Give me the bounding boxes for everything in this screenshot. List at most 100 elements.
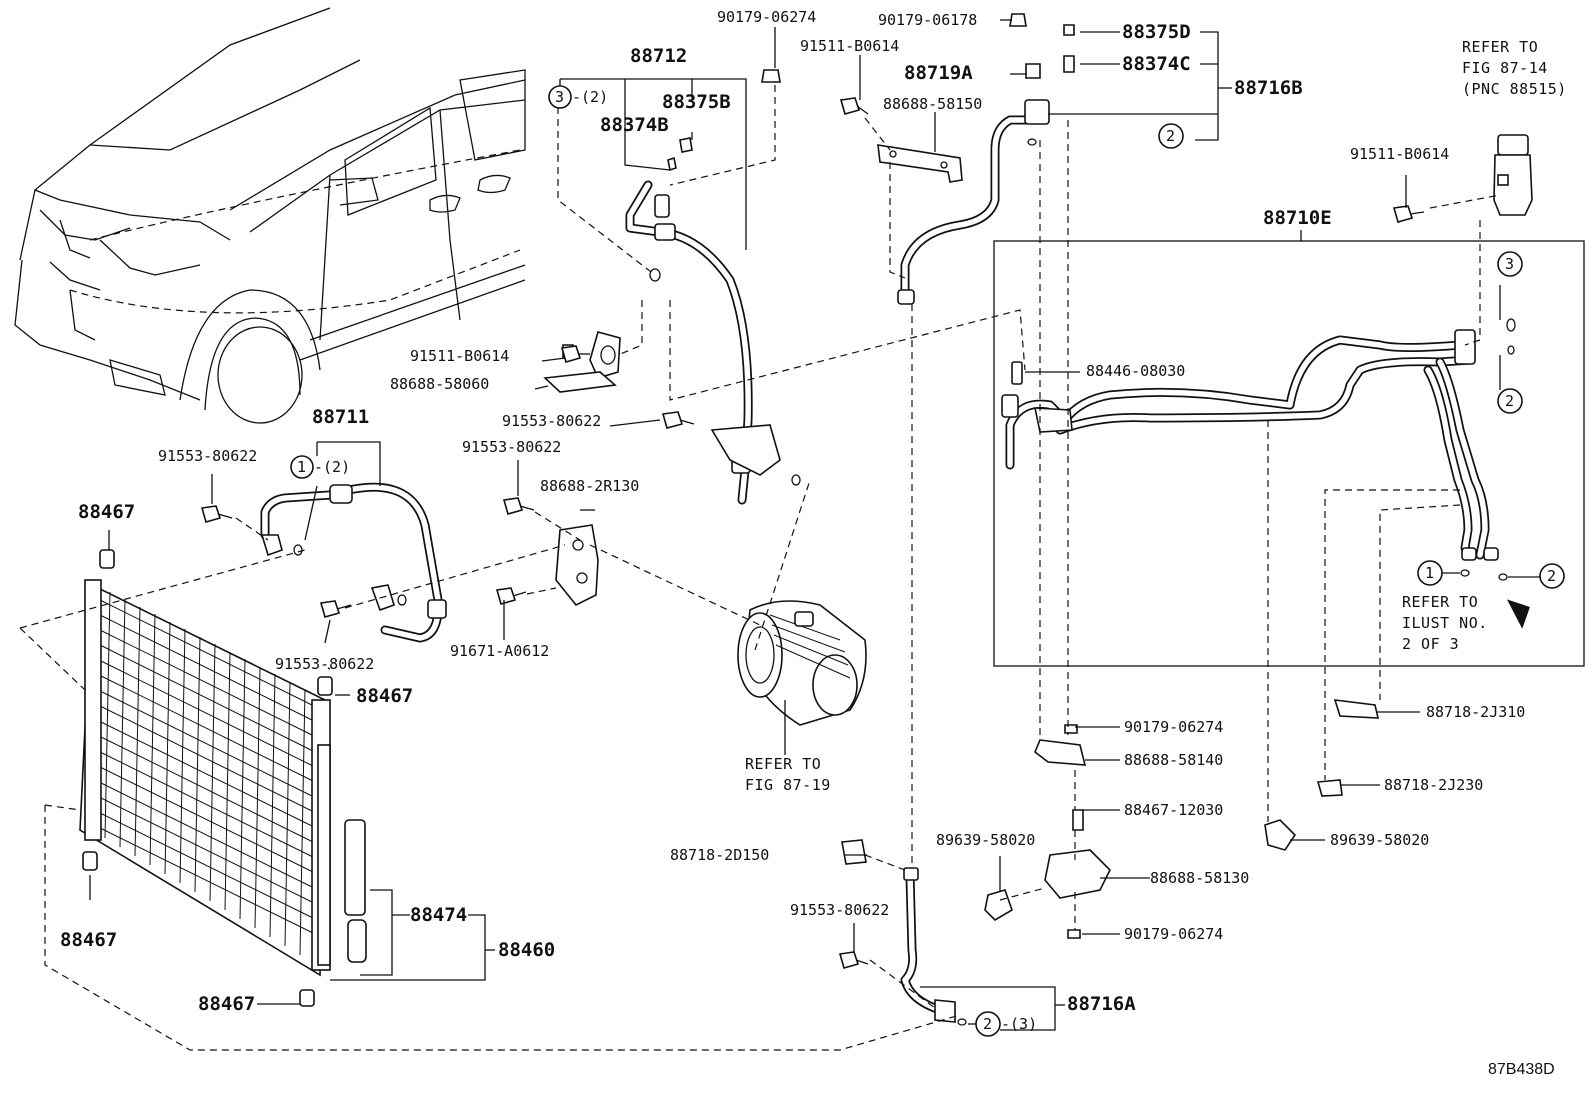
bolt-91671-A0612 bbox=[495, 587, 527, 605]
bracket-88688-58140 bbox=[1034, 739, 1087, 766]
label-89639-58020-b: 89639-58020 bbox=[1330, 831, 1429, 849]
nut-90179-06274-a bbox=[761, 69, 781, 83]
cushion-88467-d bbox=[299, 989, 315, 1007]
callout-3-88710E: 3 bbox=[1497, 251, 1523, 277]
label-88460: 88460 bbox=[498, 939, 555, 961]
label-88710E: 88710E bbox=[1263, 207, 1332, 229]
diagram-code: 87B438D bbox=[1488, 1061, 1555, 1078]
bolt-91553-80622-b bbox=[661, 411, 695, 429]
label-90179-06274-b: 90179-06274 bbox=[1124, 718, 1223, 736]
note-fig-87-14-line1: REFER TO bbox=[1462, 38, 1538, 56]
label-88374B: 88374B bbox=[600, 114, 669, 136]
bolt-91553-80622-a bbox=[200, 505, 233, 523]
label-91553-80622-d: 91553-80622 bbox=[275, 655, 374, 673]
nut-90179-06178 bbox=[1009, 13, 1027, 27]
label-88688-58060: 88688-58060 bbox=[390, 375, 489, 393]
desiccant-bag bbox=[344, 819, 366, 916]
compressor bbox=[737, 600, 867, 726]
label-90179-06274-c: 90179-06274 bbox=[1124, 925, 1223, 943]
label-88467-d: 88467 bbox=[198, 993, 255, 1015]
svg-text:1: 1 bbox=[297, 458, 306, 476]
clamp-89639-58020-a bbox=[984, 889, 1013, 922]
condenser-88460 bbox=[79, 549, 367, 1007]
nut-90179-06274-c bbox=[1067, 929, 1081, 939]
label-88716A: 88716A bbox=[1067, 993, 1136, 1015]
label-91511-B0614-a: 91511-B0614 bbox=[800, 37, 899, 55]
svg-text:1: 1 bbox=[1425, 564, 1434, 582]
svg-text:2: 2 bbox=[983, 1015, 992, 1033]
label-88467-c: 88467 bbox=[60, 929, 117, 951]
clamp-88718-2J310 bbox=[1333, 699, 1380, 719]
arrow-icon bbox=[1506, 599, 1530, 629]
label-88718-2J230: 88718-2J230 bbox=[1384, 776, 1483, 794]
bracket-88688-58150 bbox=[877, 144, 963, 183]
part-labels: 90179-06274 88712 88375B 88374B 90179-06… bbox=[60, 8, 1525, 1015]
label-91553-80622-e: 91553-80622 bbox=[790, 901, 889, 919]
bracket-88688-58130 bbox=[1044, 849, 1111, 899]
note-fig-87-14-line2: FIG 87-14 bbox=[1462, 59, 1548, 77]
label-88467-12030: 88467-12030 bbox=[1124, 801, 1223, 819]
label-88374C: 88374C bbox=[1122, 53, 1191, 75]
label-91553-80622-b: 91553-80622 bbox=[502, 412, 601, 430]
liquid-tube-88716A bbox=[900, 867, 967, 1026]
label-91511-B0614-b: 91511-B0614 bbox=[1350, 145, 1449, 163]
tube-assembly-88710E bbox=[1001, 318, 1530, 629]
label-88719A: 88719A bbox=[904, 62, 973, 84]
clamp-89639-58020-b bbox=[1264, 819, 1297, 851]
label-88718-2D150: 88718-2D150 bbox=[670, 846, 769, 864]
leader-lines bbox=[89, 19, 1501, 1031]
bolt-91511-B0614-a bbox=[839, 97, 869, 115]
note-fig-87-19-line2: FIG 87-19 bbox=[745, 776, 831, 794]
svg-text:2: 2 bbox=[1166, 127, 1175, 145]
svg-text:3: 3 bbox=[555, 88, 564, 106]
note-ilust-line1: REFER TO bbox=[1402, 593, 1478, 611]
nut-90179-06274-b bbox=[1064, 724, 1078, 734]
bolt-91553-80622-d bbox=[319, 600, 352, 618]
vehicle-illustration bbox=[14, 7, 526, 424]
svg-text:-(2): -(2) bbox=[314, 458, 350, 476]
bracket-88688-2R130 bbox=[555, 524, 599, 607]
bracket-88688-58060 bbox=[543, 331, 621, 393]
svg-text:3: 3 bbox=[1505, 255, 1514, 273]
label-91671-A0612: 91671-A0612 bbox=[450, 642, 549, 660]
reference-lines bbox=[19, 85, 1501, 1051]
label-91511-B0614-c: 91511-B0614 bbox=[410, 347, 509, 365]
label-88712: 88712 bbox=[630, 45, 687, 67]
label-88716B: 88716B bbox=[1234, 77, 1303, 99]
callout-2-88710E-a: 2 bbox=[1497, 388, 1523, 414]
suction-hose-88712 bbox=[625, 137, 801, 505]
label-88375B: 88375B bbox=[662, 91, 731, 113]
label-88467-a: 88467 bbox=[78, 501, 135, 523]
bolt-91511-B0614-b bbox=[1392, 205, 1425, 223]
label-88688-58140: 88688-58140 bbox=[1124, 751, 1223, 769]
condenser-core-grid bbox=[93, 591, 319, 956]
reference-notes: REFER TO FIG 87-14 (PNC 88515) REFER TO … bbox=[745, 38, 1567, 794]
receiver-cap bbox=[347, 919, 367, 963]
callout-1-88711: 1 -(2) bbox=[290, 455, 350, 479]
label-90179-06274-top: 90179-06274 bbox=[717, 8, 816, 26]
label-88467-b: 88467 bbox=[356, 685, 413, 707]
fasteners bbox=[200, 13, 1425, 969]
lower-right-hardware bbox=[841, 699, 1380, 939]
callout-2-88716B: 2 bbox=[1158, 123, 1184, 149]
callout-2-88710E-b: 2 bbox=[1539, 563, 1565, 589]
note-fig-87-14-line3: (PNC 88515) bbox=[1462, 80, 1567, 98]
callout-circles: 3 -(2) 2 3 2 1 -(2) 1 2 2 -(3) bbox=[290, 85, 1565, 1037]
label-91553-80622-a: 91553-80622 bbox=[158, 447, 257, 465]
bolt-91511-B0614-c bbox=[560, 345, 590, 363]
svg-text:2: 2 bbox=[1505, 392, 1514, 410]
cushion-88467-c bbox=[82, 851, 98, 871]
callout-2-88716A: 2 -(3) bbox=[975, 1011, 1037, 1037]
svg-text:-(2): -(2) bbox=[572, 88, 608, 106]
note-ilust-line3: 2 OF 3 bbox=[1402, 635, 1459, 653]
label-88375D: 88375D bbox=[1122, 21, 1191, 43]
label-88711: 88711 bbox=[312, 406, 369, 428]
svg-text:2: 2 bbox=[1547, 567, 1556, 585]
clamp-88718-2J230 bbox=[1316, 779, 1343, 797]
discharge-hose-88711 bbox=[260, 482, 447, 643]
callout-3-88712: 3 -(2) bbox=[548, 85, 608, 109]
label-88688-58130: 88688-58130 bbox=[1150, 869, 1249, 887]
svg-text:-(3): -(3) bbox=[1001, 1015, 1037, 1033]
liquid-tube-88716B bbox=[897, 24, 1075, 305]
